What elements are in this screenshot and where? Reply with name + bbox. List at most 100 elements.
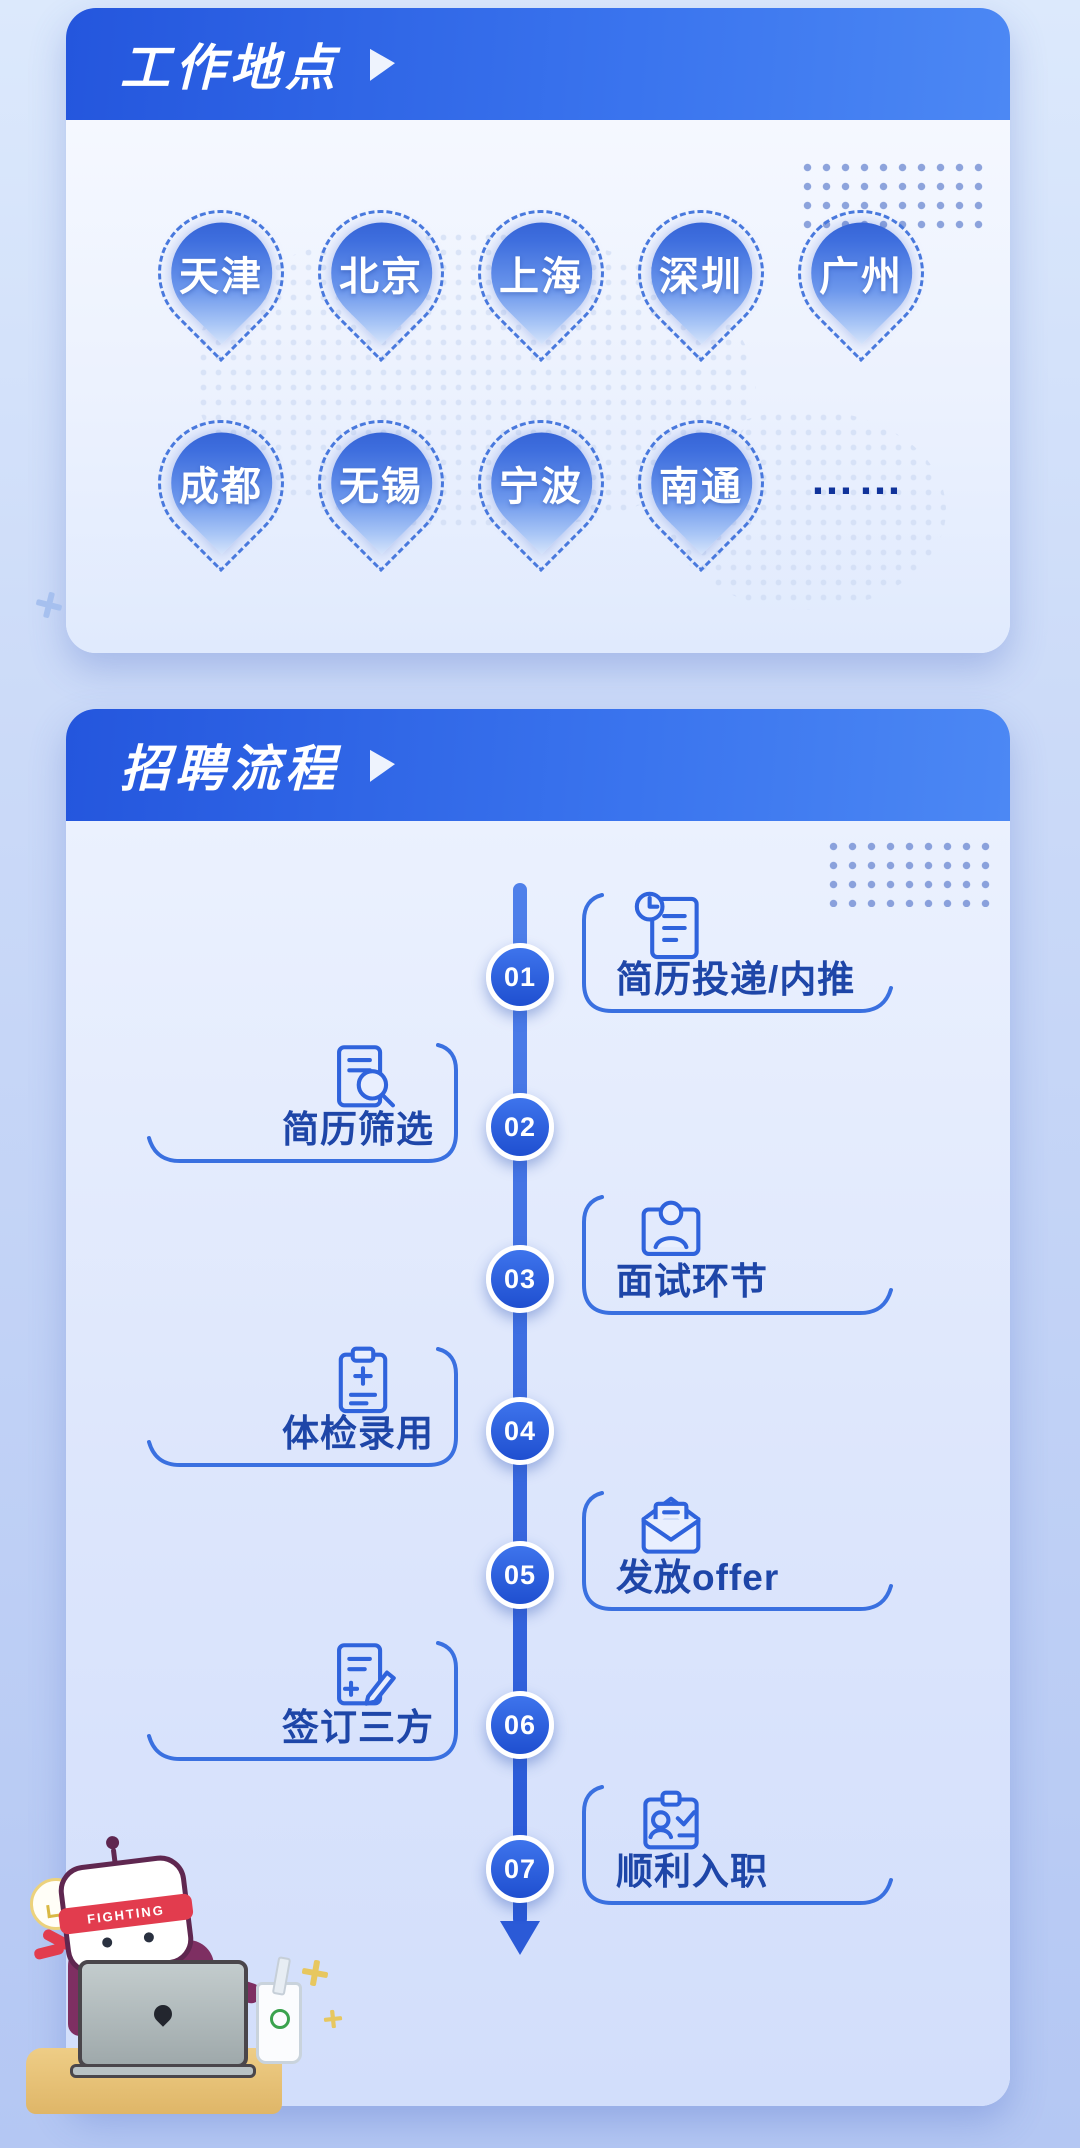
step-label: 签订三方 (282, 1707, 434, 1748)
step-label: 简历筛选 (282, 1109, 434, 1150)
pin-label: 无锡 (339, 465, 423, 509)
step-label: 简历投递/内推 (616, 959, 856, 1000)
speech-bubble-outline (582, 1785, 893, 1905)
robot-head: FIGHTING (55, 1847, 197, 1978)
pin-shape: 无锡 (291, 393, 471, 573)
speech-bubble-outline (147, 1043, 458, 1163)
halftone-dots-decoration (798, 158, 990, 236)
process-step: 简历投递/内推 (572, 887, 902, 1019)
timeline-arrow-icon (500, 1921, 540, 1955)
sparkle-icon (33, 589, 65, 621)
location-pin: 无锡 (291, 393, 471, 573)
process-card-body: 简历投递/内推 简历筛选 (66, 821, 1010, 2106)
laptop-logo-icon (150, 2001, 176, 2027)
interview-icon (630, 1189, 712, 1271)
speech-bubble-outline (582, 893, 893, 1013)
pin-shape: 北京 (291, 183, 471, 363)
step-number-badge: 03 (486, 1245, 554, 1313)
sign-contract-icon (322, 1635, 404, 1717)
pin-shape: 宁波 (451, 393, 631, 573)
step-number-badge: 04 (486, 1397, 554, 1465)
process-step: 发放offer (572, 1485, 902, 1617)
locations-card-header: 工作地点 (66, 8, 1010, 120)
step-label: 体检录用 (282, 1413, 434, 1454)
location-pin: 北京 (291, 183, 471, 363)
location-pin: 宁波 (451, 393, 631, 573)
pin-label: 深圳 (659, 255, 743, 299)
pin-fill: 上海 (469, 201, 613, 345)
mascot-robot: FIGHTING (22, 1847, 362, 2148)
pin-fill: 北京 (309, 201, 453, 345)
locations-card-body: 天津 北京 上海 深圳 (66, 120, 1010, 653)
step-number-badge: 02 (486, 1093, 554, 1161)
step-number-badge: 07 (486, 1835, 554, 1903)
step-number-badge: 06 (486, 1691, 554, 1759)
pin-shape: 上海 (451, 183, 631, 363)
straw (271, 1956, 292, 1996)
process-step: 面试环节 (572, 1189, 902, 1321)
process-step: 顺利入职 (572, 1779, 902, 1911)
halftone-dots-decoration (824, 837, 994, 907)
pin-row-1: 天津 北京 上海 深圳 (66, 183, 1010, 363)
pin-label: 天津 (179, 255, 263, 299)
process-step: 简历筛选 (138, 1037, 468, 1169)
pin-shape: 南通 (611, 393, 791, 573)
play-triangle-icon (370, 47, 395, 81)
pin-fill: 天津 (149, 201, 293, 345)
drink-cup (256, 1956, 302, 2064)
locations-title: 工作地点 (120, 40, 340, 96)
pin-fill: 成都 (149, 411, 293, 555)
pin-label: 广州 (819, 255, 903, 299)
sparkle-icon (300, 1958, 330, 1988)
resume-screening-icon (322, 1037, 404, 1119)
location-pin: 深圳 (611, 183, 791, 363)
offer-mail-icon (630, 1485, 712, 1567)
step-label: 发放offer (616, 1557, 780, 1598)
pin-shape: 天津 (131, 183, 311, 363)
pin-shape: 广州 (771, 183, 951, 363)
location-pin: 天津 (131, 183, 311, 363)
headband-text: FIGHTING (86, 1901, 166, 1927)
step-number-badge: 05 (486, 1541, 554, 1609)
laptop (70, 1960, 256, 2078)
process-card-header: 招聘流程 (66, 709, 1010, 821)
recycle-icon (270, 2009, 290, 2029)
headband-tail (33, 1942, 65, 1961)
pin-fill: 南通 (629, 411, 773, 555)
location-pin: 广州 (771, 183, 951, 363)
robot-antenna (110, 1847, 118, 1865)
process-step: 签订三方 (138, 1635, 468, 1767)
pin-label: 上海 (499, 255, 583, 299)
process-title: 招聘流程 (120, 741, 340, 797)
step-label: 顺利入职 (616, 1851, 768, 1892)
speech-bubble-outline (147, 1641, 458, 1761)
pin-fill: 广州 (789, 201, 933, 345)
step-label: 面试环节 (616, 1261, 768, 1302)
location-pin: 南通 (611, 393, 791, 573)
locations-card: 工作地点 天津 北京 (66, 8, 1010, 653)
medical-check-icon (322, 1341, 404, 1423)
pin-row-2: 成都 无锡 宁波 南通 (66, 393, 1010, 573)
speech-bubble-outline (147, 1347, 458, 1467)
more-locations-ellipsis: …… (810, 455, 906, 504)
process-step: 体检录用 (138, 1341, 468, 1473)
pin-label: 宁波 (499, 465, 583, 509)
robot-eye-left (101, 1936, 113, 1949)
location-pin: 成都 (131, 393, 311, 573)
pin-fill: 无锡 (309, 411, 453, 555)
pin-label: 南通 (659, 465, 743, 509)
speech-bubble-outline (582, 1491, 893, 1611)
robot-eye-right (143, 1931, 155, 1943)
process-card: 招聘流程 简历投递/内推 (66, 709, 1010, 2106)
pin-label: 北京 (339, 255, 423, 299)
play-triangle-icon (370, 748, 395, 782)
pin-label: 成都 (179, 465, 263, 509)
step-number-badge: 01 (486, 943, 554, 1011)
pin-shape: 深圳 (611, 183, 791, 363)
pin-shape: 成都 (131, 393, 311, 573)
resume-submit-icon (630, 887, 712, 969)
sparkle-icon (323, 2009, 343, 2029)
onboard-badge-icon (630, 1779, 712, 1861)
location-pin: 上海 (451, 183, 631, 363)
